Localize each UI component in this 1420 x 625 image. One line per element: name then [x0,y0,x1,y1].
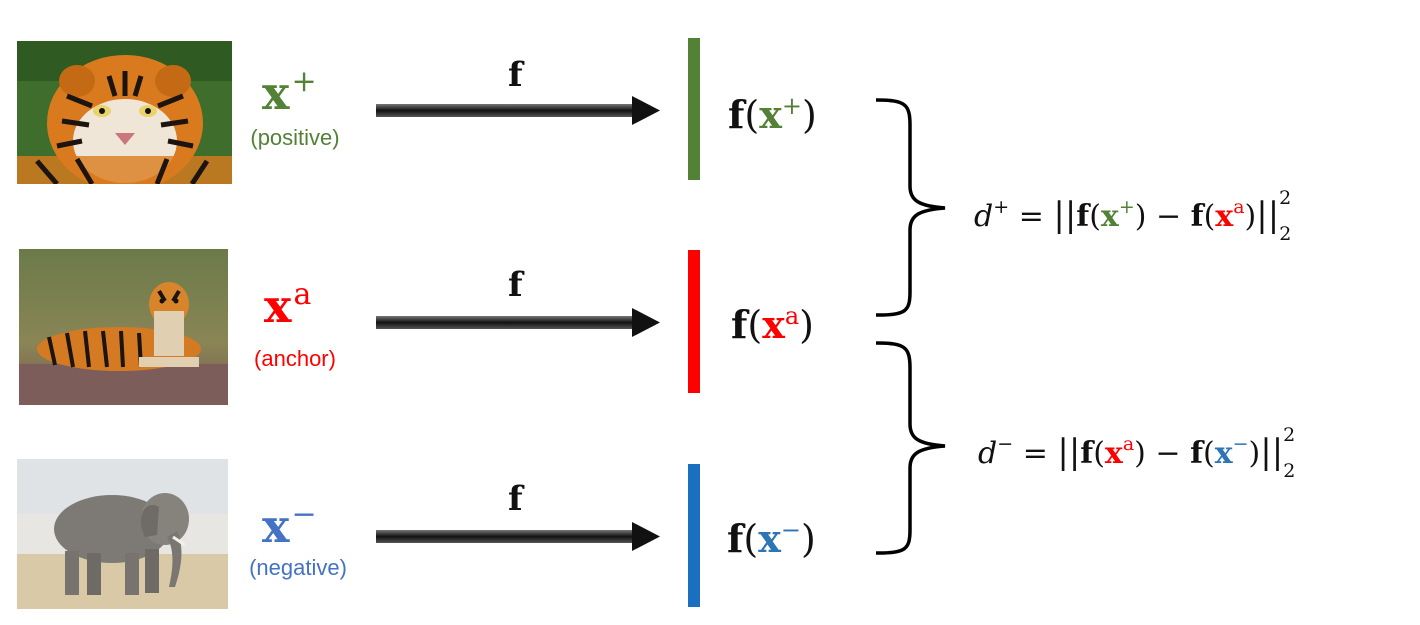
x-symbol: x [1215,199,1234,234]
brace-negative [875,341,946,555]
d-symbol: d [974,199,994,234]
equals-sign: = [1018,199,1044,234]
negative-symbol: x− [262,500,317,550]
negative-role-label: (negative) [249,555,347,580]
embedding-label-positive: f(x+) [728,92,817,137]
minus-sign: − [1155,436,1181,471]
symbol-superscript: − [291,497,317,532]
anchor-tiger-photo [19,249,228,405]
embedding-label-negative: f(x−) [727,516,816,561]
embedding-bar-anchor [688,250,700,393]
embedding-label-anchor: f(xa) [731,302,814,347]
d-superscript: − [997,433,1014,455]
symbol-superscript: + [291,64,317,99]
norm-power: 2 [1283,424,1296,446]
x-superscript: + [781,92,802,120]
x-symbol: x [1214,436,1233,471]
f-symbol: f [1080,436,1094,471]
brace-positive [875,98,946,317]
function-label-positive: f [508,55,523,95]
f-symbol: f [1190,199,1204,234]
x-symbol: x [762,302,785,347]
tiger-face-photo [17,41,232,184]
norm-subscript: 2 [1283,460,1296,482]
norm-power: 2 [1279,187,1292,209]
f-symbol: f [1076,199,1090,234]
f-symbol: f [731,302,748,347]
arrow-anchor [376,308,660,337]
positive-role-label: (positive) [250,125,340,150]
norm-subscript: 2 [1279,223,1292,245]
embedding-bar-negative [688,464,700,607]
d-superscript: + [993,196,1010,218]
minus-sign: − [1155,199,1182,234]
x-superscript: a [1233,196,1245,218]
x-letter: x [262,66,290,120]
elephant-photo [17,459,228,609]
equals-sign: = [1022,436,1048,471]
x-symbol: x [1100,199,1119,234]
x-symbol: x [759,92,782,137]
f-symbol: f [728,92,745,137]
f-symbol: f [1190,436,1203,471]
d-symbol: d [978,436,998,471]
embedding-bar-positive [688,38,700,180]
symbol-superscript: a [293,277,312,312]
x-superscript: + [1118,196,1135,218]
positive-tiger-photo [17,41,232,184]
x-symbol: x [758,516,781,561]
function-label-negative: f [508,479,523,519]
x-symbol: x [1104,436,1123,471]
x-superscript: a [1122,433,1135,455]
x-superscript: − [780,516,801,544]
function-label-anchor: f [508,265,523,305]
x-superscript: a [784,302,800,330]
positive-symbol: x+ [262,67,317,117]
f-symbol: f [727,516,744,561]
distance-positive-equation: d+ = ||f(x+) − f(xa)||22 [974,187,1292,245]
anchor-symbol: xa [264,280,311,330]
negative-elephant-photo [17,459,228,609]
tiger-lying-photo [19,249,228,405]
distance-negative-equation: d− = ||f(xa) − f(x−)||22 [978,424,1296,482]
x-superscript: − [1232,433,1249,455]
x-letter: x [262,499,290,553]
arrow-positive [376,96,660,125]
x-letter: x [264,279,292,333]
arrow-negative [376,522,660,551]
anchor-role-label: (anchor) [254,346,336,371]
